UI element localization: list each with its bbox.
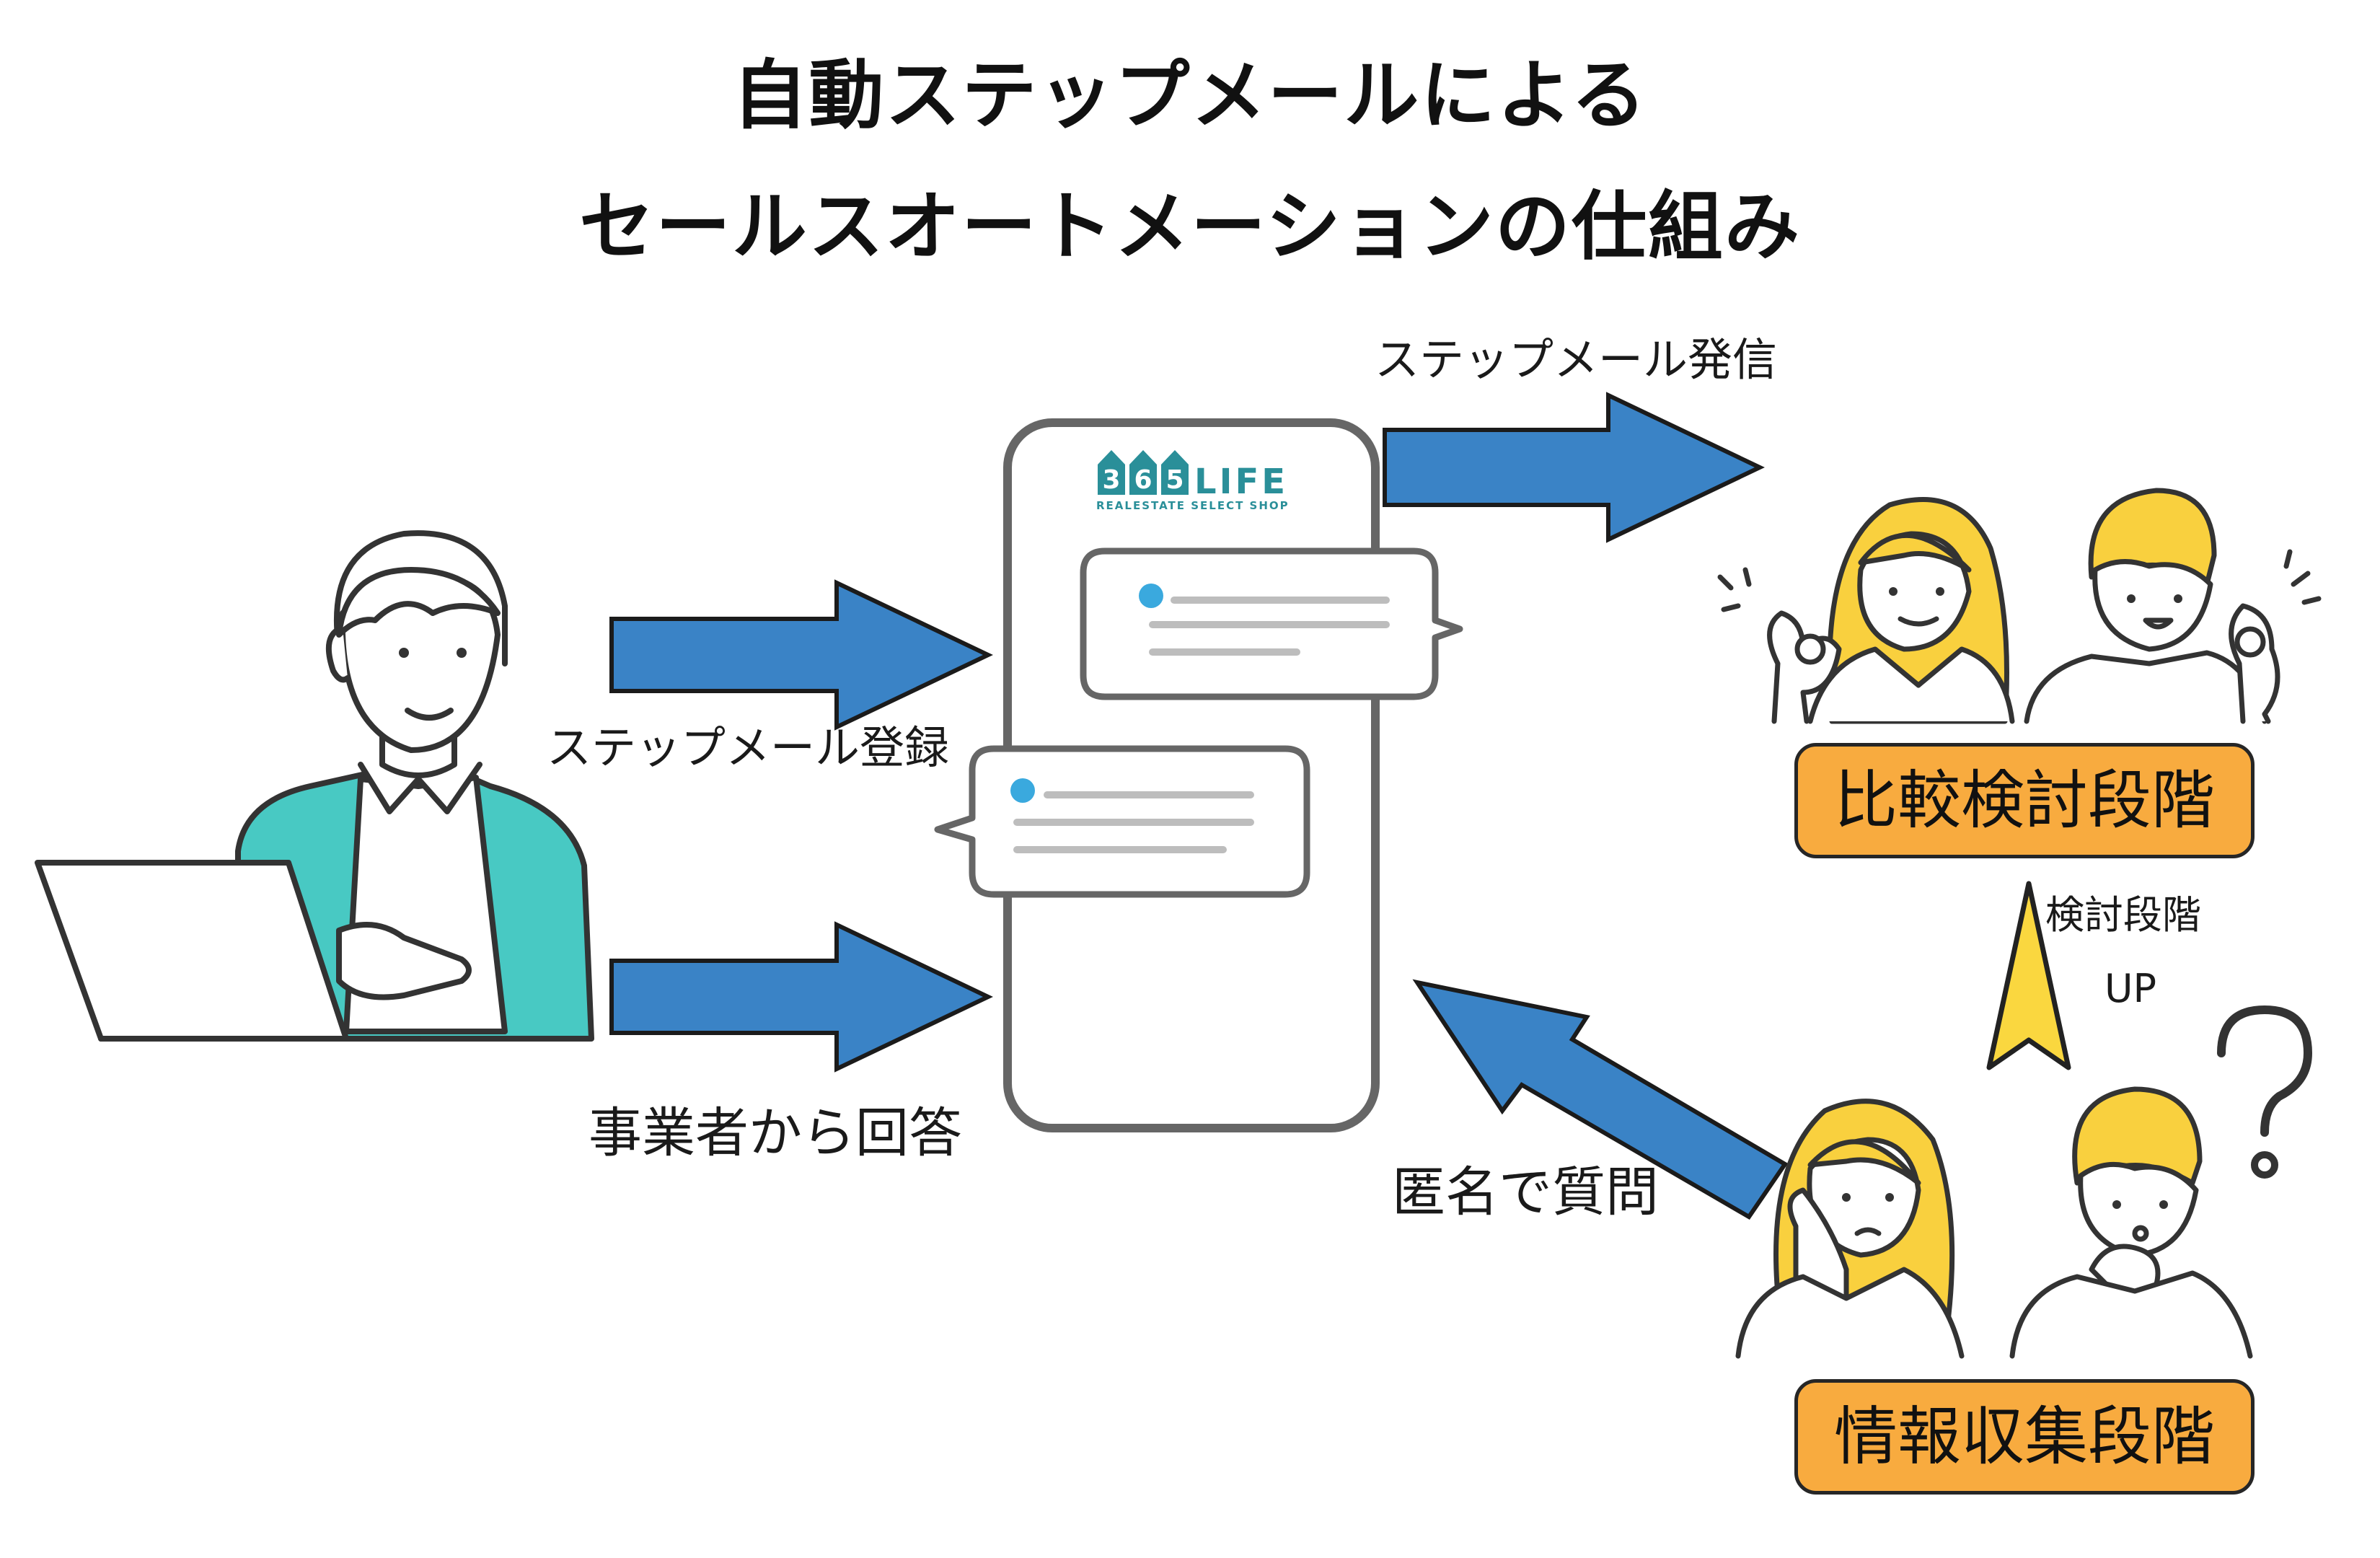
chat-bubble-2 (934, 745, 1310, 898)
arrow-step-mail-send (1383, 392, 1765, 543)
label-step-mail-send: ステップメール発信 (1375, 333, 1778, 386)
arrow-step-mail-register (609, 579, 993, 731)
logo-digit-3: 3 (1102, 465, 1120, 495)
label-step-mail-register: ステップメール登録 (547, 721, 950, 774)
label-stage-up-line2: UP (2104, 966, 2157, 1011)
stage-badge-info-gathering: 情報収集段階 (1794, 1379, 2255, 1495)
stage-up-arrow (1986, 881, 2071, 1070)
title-line-2: セールスオートメーションの仕組み (579, 182, 1801, 270)
couple-comparison-illustration (1717, 488, 2322, 724)
stage-badge-comparison: 比較検討段階 (1794, 743, 2255, 858)
logo-digit-6: 6 (1134, 465, 1152, 495)
title-line-1: 自動ステップメールによる (732, 51, 1648, 139)
logo-digit-5: 5 (1165, 465, 1184, 495)
chat-bubble-1 (1080, 547, 1463, 700)
logo-word: LIFE (1194, 462, 1288, 502)
logo-tagline: REALESTATE SELECT SHOP (1096, 499, 1290, 512)
arrow-anonymous-question (1412, 979, 1789, 1220)
label-anonymous-question: 匿名で質問 (1392, 1161, 1659, 1223)
label-business-answer: 事業者から回答 (589, 1102, 962, 1164)
logo-365life: 3 6 5 LIFE REALESTATE SELECT SHOP (1096, 450, 1290, 512)
arrow-business-answer (609, 921, 993, 1073)
businessman-illustration (35, 530, 594, 1042)
couple-info-gathering-illustration (1735, 1005, 2312, 1359)
label-stage-up-line1: 検討段階 (2045, 892, 2201, 938)
